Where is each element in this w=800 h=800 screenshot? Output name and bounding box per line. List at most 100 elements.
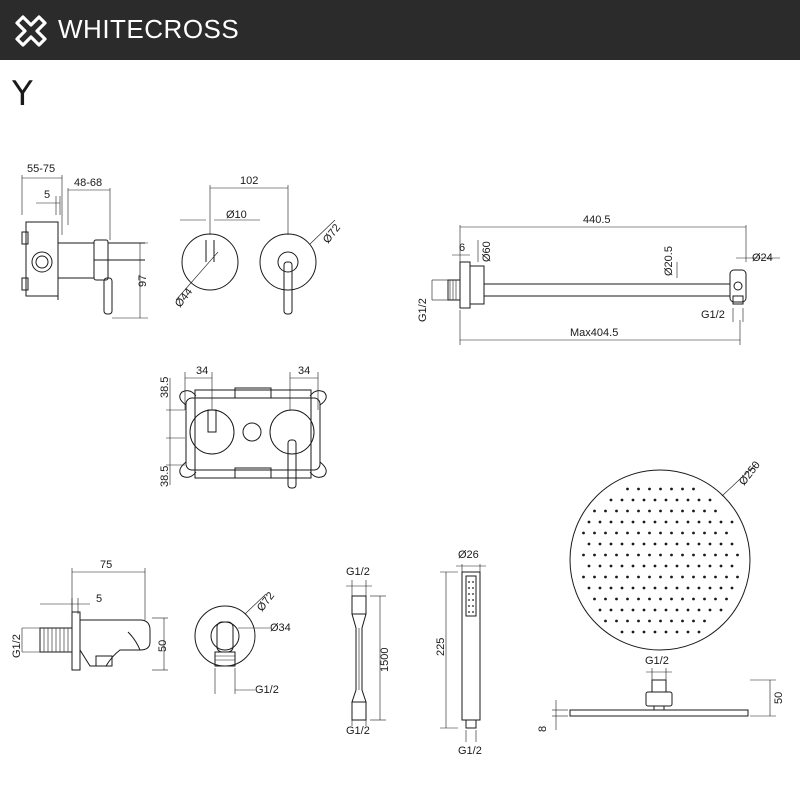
nozzle-dot — [631, 498, 635, 502]
nozzle-dot — [626, 531, 629, 535]
nozzle-dot — [670, 597, 673, 601]
nozzle-dot — [587, 564, 591, 568]
dim-valve-depth: 55-75 — [27, 163, 55, 175]
nozzle-dot — [648, 509, 651, 513]
nozzle-dot — [730, 520, 734, 524]
nozzle-dot — [631, 586, 635, 590]
nozzle-dot — [637, 619, 640, 623]
nozzle-dot — [664, 520, 668, 524]
dim-valve-height: 97 — [137, 275, 149, 287]
nozzle-dot — [736, 553, 739, 557]
nozzle-dot — [620, 520, 624, 524]
dim-handset-thread: G1/2 — [458, 745, 482, 757]
nozzle-dot — [648, 487, 651, 491]
dim-arm-end: Ø24 — [752, 252, 773, 264]
dim-elbow-front-72: Ø72 — [255, 590, 277, 614]
nozzle-dot — [681, 487, 684, 491]
nozzle-dot — [637, 575, 640, 579]
dim-head-thread: G1/2 — [645, 655, 669, 667]
nozzle-dot — [708, 608, 712, 612]
nozzle-dot — [664, 630, 668, 634]
nozzle-dot — [620, 498, 624, 502]
nozzle-dot — [626, 553, 629, 557]
nozzle-dot — [697, 542, 701, 546]
dim-elbow-75: 75 — [100, 559, 112, 571]
nozzle-dot — [664, 542, 668, 546]
nozzle-dot — [604, 509, 607, 513]
dim-head-height: 50 — [773, 692, 785, 704]
dim-head-thickness: 8 — [537, 726, 549, 732]
nozzle-dot — [686, 586, 690, 590]
nozzle-dot — [697, 586, 701, 590]
nozzle-dot — [593, 531, 596, 535]
nozzle-dot — [604, 597, 607, 601]
brand-header: WHITECROSS — [0, 0, 800, 60]
nozzle-dot — [609, 542, 613, 546]
nozzle-dot — [719, 520, 723, 524]
nozzle-dot — [653, 608, 657, 612]
nozzle-dot — [615, 575, 618, 579]
nozzle-dot — [675, 564, 679, 568]
nozzle-dot — [664, 498, 668, 502]
nozzle-dot — [686, 520, 690, 524]
shower-arm-view: 440.5 6 Ø60 Ø20.5 Ø24 G1/2 G1/2 Max404.5 — [417, 214, 780, 345]
nozzle-dot — [587, 520, 591, 524]
dim-hose-bottom: G1/2 — [346, 725, 370, 737]
dim-valve-5: 5 — [44, 189, 50, 201]
nozzle-dot — [708, 564, 712, 568]
nozzle-dot — [725, 597, 728, 601]
dim-hose-length: 1500 — [379, 648, 391, 672]
nozzle-dot — [714, 509, 717, 513]
nozzle-dot — [681, 509, 684, 513]
nozzle-dot — [659, 619, 662, 623]
nozzle-dot — [648, 575, 651, 579]
nozzle-dot — [637, 509, 640, 513]
nozzle-dot — [692, 619, 695, 623]
nozzle-dot — [598, 586, 602, 590]
nozzle-dot — [653, 498, 657, 502]
nozzle-dot — [697, 498, 701, 502]
nozzle-dot — [703, 509, 706, 513]
nozzle-dot — [609, 564, 613, 568]
nozzle-dot — [653, 520, 657, 524]
nozzle-dot — [681, 619, 684, 623]
dim-hose-top: G1/2 — [346, 566, 370, 578]
dim-handset-dia: Ø26 — [458, 549, 479, 561]
dim-box-left-34: 34 — [196, 365, 208, 377]
nozzle-dot — [582, 531, 585, 535]
dim-handle-dia: Ø10 — [226, 209, 247, 221]
nozzle-dot — [593, 553, 596, 557]
nozzle-dot — [604, 553, 607, 557]
nozzle-dot — [631, 542, 635, 546]
nozzle-dot — [642, 542, 646, 546]
nozzle-dot — [719, 564, 723, 568]
nozzle-dot — [681, 531, 684, 535]
nozzle-dot — [708, 542, 712, 546]
dim-elbow-thread: G1/2 — [11, 634, 23, 658]
nozzle-dot — [736, 575, 739, 579]
nozzle-dot — [692, 553, 695, 557]
nozzle-dot — [648, 597, 651, 601]
nozzle-dot — [703, 553, 706, 557]
nozzle-dot — [637, 531, 640, 535]
shower-head-side-view: G1/2 50 8 — [537, 655, 785, 732]
nozzle-dot — [708, 520, 712, 524]
nozzle-dot — [697, 520, 701, 524]
nozzle-dot — [675, 520, 679, 524]
nozzle-dot — [730, 564, 734, 568]
nozzle-dot — [653, 586, 657, 590]
nozzle-dot — [703, 597, 706, 601]
dim-arm-thread-right: G1/2 — [701, 309, 725, 321]
nozzle-dot — [686, 542, 690, 546]
valve-side-view: 55-75 48-68 5 97 — [21, 163, 149, 319]
nozzle-dot — [653, 542, 657, 546]
nozzle-dot — [620, 630, 624, 634]
nozzle-dot — [593, 575, 596, 579]
handset-view: Ø26 225 G1/2 — [435, 549, 486, 757]
nozzle-dot — [653, 630, 657, 634]
dim-arm-length: 440.5 — [583, 214, 611, 226]
dim-head-dia: Ø250 — [737, 459, 763, 488]
nozzle-dot — [609, 498, 613, 502]
nozzle-dot — [686, 498, 690, 502]
